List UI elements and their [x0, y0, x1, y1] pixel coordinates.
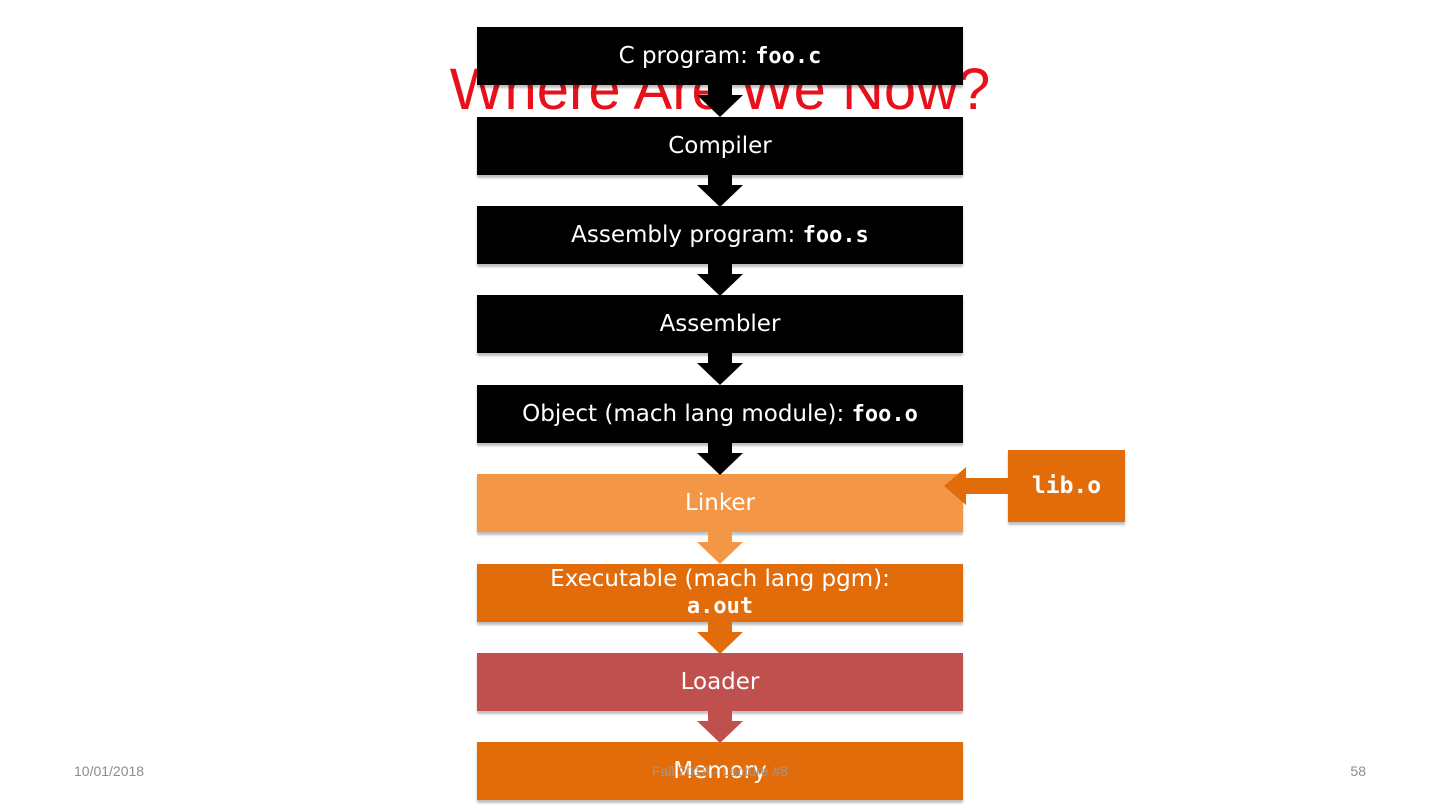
step-code: a.out [686, 594, 754, 619]
page-number: 58 [1350, 763, 1366, 779]
footer-course: Fall 2018 - Lecture #8 [651, 763, 789, 779]
down-arrow-icon [697, 264, 743, 296]
step-executable: Executable (mach lang pgm): a.out [477, 564, 963, 622]
step-label: Compiler [668, 132, 772, 159]
down-arrow-icon [697, 353, 743, 385]
step-object: Object (mach lang module): foo.o [477, 385, 963, 443]
step-label: Assembler [659, 310, 781, 337]
step-loader: Loader [477, 653, 963, 711]
step-assembler: Assembler [477, 295, 963, 353]
step-label: Linker [685, 489, 755, 516]
lib-code: lib.o [1031, 473, 1102, 499]
step-assembly-program: Assembly program: foo.s [477, 206, 963, 264]
lib-input-box: lib.o [1008, 450, 1125, 522]
down-arrow-icon [697, 443, 743, 475]
step-code: foo.s [802, 222, 869, 248]
down-arrow-icon [697, 85, 743, 117]
step-label: Object (mach lang module): [522, 400, 852, 427]
down-arrow-icon [697, 532, 743, 564]
footer-date: 10/01/2018 [74, 763, 145, 779]
step-code: foo.o [851, 401, 918, 427]
step-linker: Linker [477, 474, 963, 532]
down-arrow-icon [697, 175, 743, 207]
step-memory: Memory [477, 742, 963, 800]
step-label: Memory [673, 757, 767, 784]
step-code: foo.c [755, 43, 822, 69]
step-label: Executable (mach lang pgm): [550, 566, 890, 592]
down-arrow-icon [697, 622, 743, 654]
step-label: Loader [680, 668, 760, 695]
step-label: Assembly program: [571, 221, 803, 248]
down-arrow-icon [697, 711, 743, 743]
step-c-program: C program: foo.c [477, 27, 963, 85]
step-label: C program: [618, 42, 756, 69]
step-compiler: Compiler [477, 117, 963, 175]
left-arrow-icon [944, 467, 1010, 505]
